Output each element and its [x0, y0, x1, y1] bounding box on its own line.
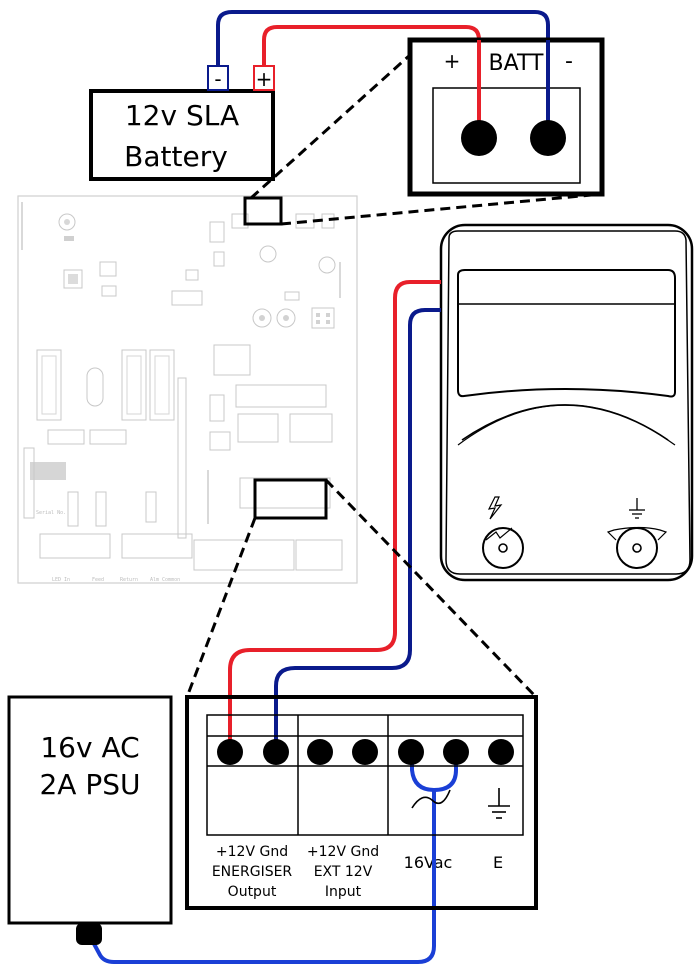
svg-text:Feed: Feed — [92, 577, 104, 583]
svg-text:LED In: LED In — [52, 577, 70, 583]
batt-plus-label: + — [444, 49, 461, 73]
battery-negative-symbol: - — [214, 67, 221, 91]
energiser-positive-wire — [228, 280, 441, 748]
batt-negative-terminal — [530, 120, 566, 156]
ac-terminal-label: 16Vac — [404, 853, 453, 872]
psu-label-line2: 2A PSU — [39, 768, 140, 801]
battery-positive-wire — [262, 25, 481, 130]
batt-label: BATT — [489, 51, 544, 76]
battery-title-line1: 12v SLA — [125, 99, 239, 132]
psu-plug — [76, 923, 102, 945]
svg-text:Serial No.: Serial No. — [36, 510, 66, 516]
battery-positive-symbol: + — [256, 67, 273, 91]
ext-input-label-line2: EXT 12V — [314, 864, 373, 880]
ac-wave-icon — [411, 789, 451, 809]
battery-negative-wire — [216, 10, 550, 130]
energiser-terminal-label-line3: Output — [228, 884, 277, 900]
energiser-terminal-label-line2: ENERGISER — [212, 864, 293, 880]
terminal-block-highlight — [253, 478, 328, 520]
ground-icon — [488, 788, 510, 819]
batt-positive-terminal — [461, 120, 497, 156]
ac-loop-wire — [410, 750, 458, 793]
earth-terminal-label: E — [493, 853, 503, 872]
batt-terminal-box: + BATT - — [407, 37, 605, 197]
terminal-energiser-ground — [263, 739, 289, 765]
energiser-ground-wire — [274, 308, 441, 748]
psu-label-line1: 16v AC — [40, 731, 139, 764]
ext-input-label-line3: Input — [325, 884, 362, 900]
battery-connector-highlight — [243, 196, 283, 226]
ext-input-label-line1: +12V Gnd — [307, 844, 379, 860]
terminal-block-box: +12V Gnd ENERGISER Output +12V Gnd EXT 1… — [185, 695, 538, 910]
terminal-ext-ground — [352, 739, 378, 765]
control-board: Serial No. LED In Feed Return Alm Common — [17, 195, 358, 584]
energiser-unit — [439, 223, 694, 582]
battery-box: 12v SLA Battery - + — [89, 65, 275, 181]
terminal-energiser-positive — [217, 739, 243, 765]
lightning-icon — [487, 496, 503, 520]
terminal-earth — [488, 739, 514, 765]
svg-text:Return: Return — [120, 577, 138, 583]
ground-icon — [629, 498, 645, 519]
terminal-ac-1 — [398, 739, 424, 765]
batt-minus-label: - — [565, 49, 573, 74]
terminal-ac-2 — [443, 739, 469, 765]
battery-title-line2: Battery — [124, 140, 228, 173]
terminal-ext-positive — [307, 739, 333, 765]
ac-supply-wire — [91, 790, 436, 964]
psu-box: 16v AC 2A PSU — [7, 695, 173, 945]
energiser-terminal-label-line1: +12V Gnd — [216, 844, 288, 860]
svg-text:Alm Common: Alm Common — [150, 577, 180, 583]
